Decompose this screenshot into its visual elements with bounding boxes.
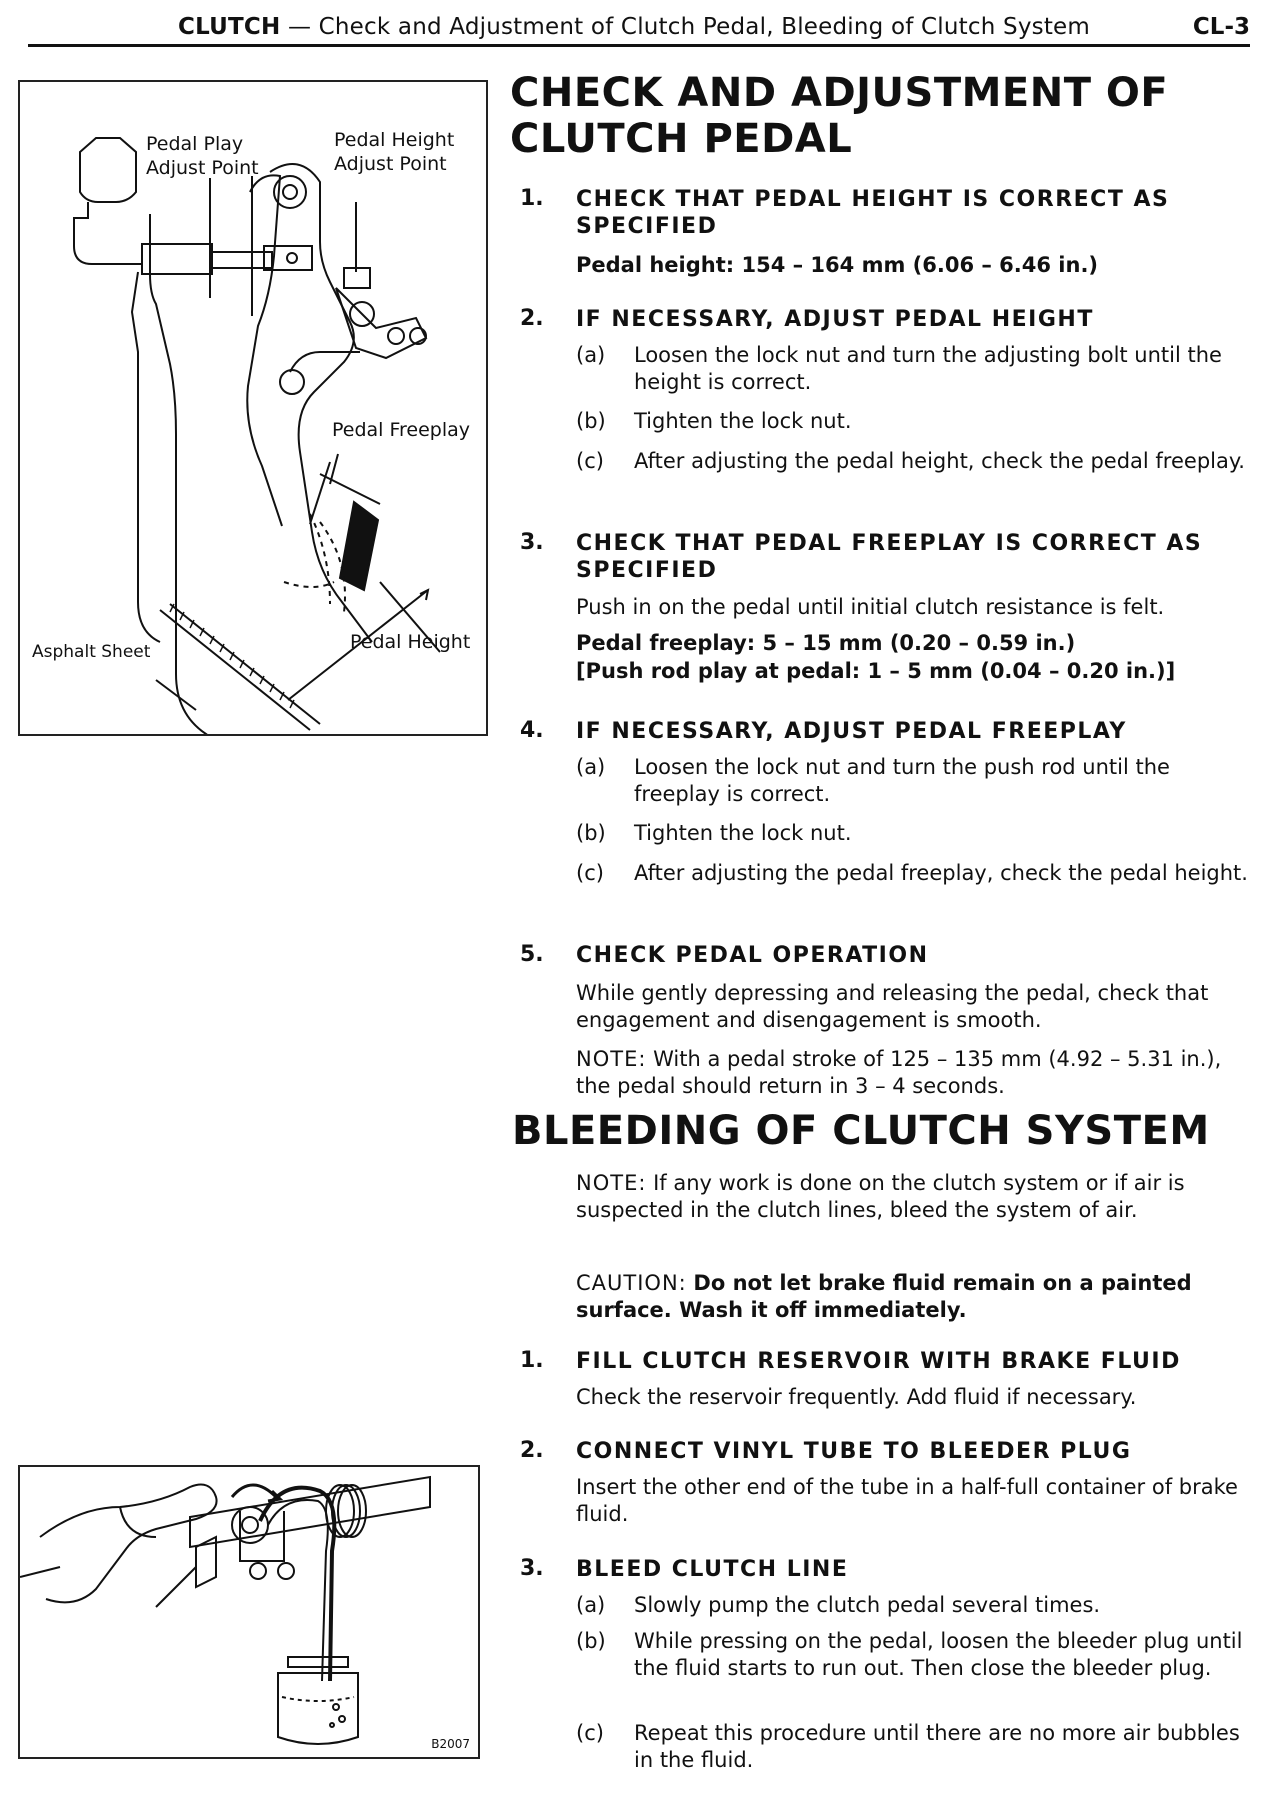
step-number: 2.: [520, 1438, 544, 1463]
figure-code: B2007: [431, 1737, 470, 1751]
spec-pedal-height: Pedal height: 154 – 164 mm (6.06 – 6.46 …: [576, 253, 1099, 277]
step-number: 5.: [520, 942, 544, 967]
step-number: 3.: [520, 1556, 544, 1581]
bleed-step-2: 2. CONNECT VINYL TUBE TO BLEEDER PLUG In…: [520, 1438, 1250, 1528]
step-number: 3.: [520, 530, 544, 555]
bleeding-drawing: [20, 1475, 431, 1745]
substep-label: (c): [576, 1721, 604, 1745]
step-number: 1.: [520, 1348, 544, 1373]
caution-label: CAUTION:: [576, 1271, 687, 1295]
substep-text: Repeat this procedure until there are no…: [634, 1721, 1240, 1772]
label-pedal-height: Pedal Height: [350, 631, 471, 653]
note-text: With a pedal stroke of 125 – 135 mm (4.9…: [576, 1047, 1222, 1098]
step-number: 1.: [520, 186, 544, 211]
substep-text: Tighten the lock nut.: [634, 821, 852, 845]
step-title: CHECK PEDAL OPERATION: [576, 943, 929, 968]
step-2-adjust-height: 2. IF NECESSARY, ADJUST PEDAL HEIGHT (a)…: [520, 306, 1250, 506]
substep-text: Loosen the lock nut and turn the adjusti…: [634, 343, 1222, 394]
header-title: CLUTCH — Check and Adjustment of Clutch …: [178, 14, 1090, 40]
note-label: NOTE:: [576, 1171, 647, 1195]
bleeding-intro: NOTE: If any work is done on the clutch …: [520, 1170, 1250, 1330]
substep-label: (a): [576, 755, 606, 779]
header-subtitle: — Check and Adjustment of Clutch Pedal, …: [287, 14, 1090, 40]
substep-text: Tighten the lock nut.: [634, 409, 852, 433]
label-asphalt-sheet: Asphalt Sheet: [32, 642, 151, 662]
label-pedal-height-adjust: Pedal Height Adjust Point: [334, 129, 455, 175]
page-number: CL-3: [1192, 14, 1250, 40]
substep-text: Slowly pump the clutch pedal several tim…: [634, 1593, 1101, 1617]
step-3-pedal-freeplay: 3. CHECK THAT PEDAL FREEPLAY IS CORRECT …: [520, 530, 1250, 700]
substep-label: (c): [576, 449, 604, 473]
step-title: CONNECT VINYL TUBE TO BLEEDER PLUG: [576, 1439, 1132, 1464]
header-section: CLUTCH: [178, 14, 281, 40]
substep-label: (b): [576, 1629, 606, 1653]
step-4-adjust-freeplay: 4. IF NECESSARY, ADJUST PEDAL FREEPLAY (…: [520, 718, 1250, 918]
section1-title: CHECK AND ADJUSTMENT OF CLUTCH PEDAL: [510, 70, 1169, 162]
bleed-step-1: 1. FILL CLUTCH RESERVOIR WITH BRAKE FLUI…: [520, 1348, 1250, 1428]
step-text: Insert the other end of the tube in a ha…: [576, 1475, 1238, 1526]
section2-title: BLEEDING OF CLUTCH SYSTEM: [512, 1108, 1210, 1154]
page-header: CLUTCH — Check and Adjustment of Clutch …: [28, 14, 1250, 47]
note-text: If any work is done on the clutch system…: [576, 1171, 1185, 1222]
step-title: BLEED CLUTCH LINE: [576, 1557, 849, 1582]
step-title: CHECK THAT PEDAL FREEPLAY IS CORRECT AS …: [576, 531, 1203, 583]
substep-label: (a): [576, 343, 606, 367]
substep-text: Loosen the lock nut and turn the push ro…: [634, 755, 1170, 806]
step-number: 2.: [520, 306, 544, 331]
step-1-pedal-height: 1. CHECK THAT PEDAL HEIGHT IS CORRECT AS…: [520, 186, 1250, 286]
label-pedal-play-adjust: Pedal Play Adjust Point: [146, 133, 259, 179]
substep-label: (a): [576, 1593, 606, 1617]
substep-text: After adjusting the pedal freeplay, chec…: [634, 861, 1248, 885]
note-label: NOTE:: [576, 1047, 647, 1071]
bleeding-caution: CAUTION: Do not let brake fluid remain o…: [576, 1270, 1250, 1324]
step-5-pedal-operation: 5. CHECK PEDAL OPERATION While gently de…: [520, 942, 1250, 1102]
spec-push-rod-play: [Push rod play at pedal: 1 – 5 mm (0.04 …: [576, 659, 1176, 683]
spec-pedal-freeplay: Pedal freeplay: 5 – 15 mm (0.20 – 0.59 i…: [576, 631, 1076, 655]
step-note: NOTE: With a pedal stroke of 125 – 135 m…: [576, 1046, 1250, 1100]
bleeding-note: NOTE: If any work is done on the clutch …: [576, 1170, 1250, 1224]
bleeding-figure: B2007: [18, 1465, 480, 1759]
substep-label: (c): [576, 861, 604, 885]
section-check-adjust: CHECK AND ADJUSTMENT OF CLUTCH PEDAL: [510, 70, 1250, 162]
substep-label: (b): [576, 821, 606, 845]
step-title: FILL CLUTCH RESERVOIR WITH BRAKE FLUID: [576, 1349, 1181, 1374]
clutch-pedal-drawing: [73, 137, 441, 734]
substep-text: After adjusting the pedal height, check …: [634, 449, 1245, 473]
step-text: Push in on the pedal until initial clutc…: [576, 595, 1165, 619]
clutch-pedal-figure: Pedal Play Adjust Point Pedal Height Adj…: [18, 80, 488, 736]
step-number: 4.: [520, 718, 544, 743]
substep-label: (b): [576, 409, 606, 433]
step-text: While gently depressing and releasing th…: [576, 981, 1209, 1032]
bleed-step-3: 3. BLEED CLUTCH LINE (a) Slowly pump the …: [520, 1556, 1250, 1786]
step-title: IF NECESSARY, ADJUST PEDAL FREEPLAY: [576, 719, 1127, 744]
label-pedal-freeplay: Pedal Freeplay: [332, 419, 471, 441]
step-title: IF NECESSARY, ADJUST PEDAL HEIGHT: [576, 307, 1094, 332]
substep-text: While pressing on the pedal, loosen the …: [634, 1629, 1243, 1680]
step-text: Check the reservoir frequently. Add flui…: [576, 1385, 1137, 1409]
caution-text: Do not let brake fluid remain on a paint…: [576, 1271, 1192, 1322]
step-title: CHECK THAT PEDAL HEIGHT IS CORRECT AS SP…: [576, 187, 1170, 239]
